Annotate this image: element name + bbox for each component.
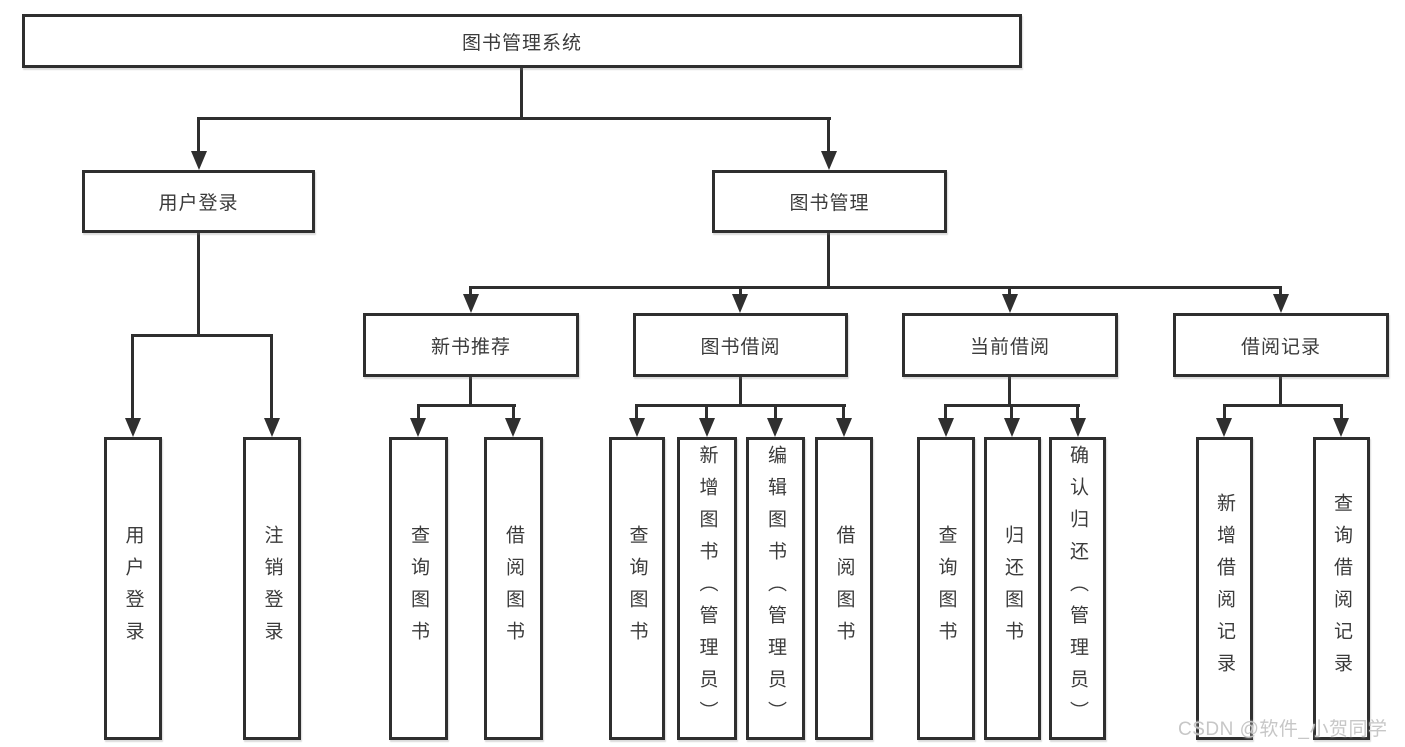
node-label: 图书管理系统 (461, 32, 582, 54)
node-label: 当前借阅 (969, 336, 1050, 358)
leaf-label: 新增借阅记录 (1214, 492, 1235, 685)
arrowhead-icon (1333, 418, 1349, 437)
leaf-edit-book-admin: 编辑图书（管理员） (746, 437, 805, 740)
node-current-borrow: 当前借阅 (902, 313, 1118, 377)
arrowhead-icon (836, 418, 852, 437)
leaf-query-books-recommend: 查询图书 (389, 437, 448, 740)
arrowhead-icon (125, 418, 141, 437)
arrowhead-icon (410, 418, 426, 437)
leaf-label: 借阅图书 (503, 524, 524, 653)
node-label: 图书借阅 (700, 336, 781, 358)
edge-to-leaf (705, 404, 708, 421)
leaf-borrow-books-recommend: 借阅图书 (484, 437, 543, 740)
edge-user-login-stem (197, 233, 200, 337)
arrowhead-icon (732, 294, 748, 313)
arrowhead-icon (767, 418, 783, 437)
leaf-label: 查询借阅记录 (1331, 492, 1352, 685)
edge-recommend-stem (469, 377, 472, 407)
edge-to-leaf (842, 404, 845, 421)
edge-to-user-login (197, 117, 200, 153)
node-book-management: 图书管理 (712, 170, 947, 233)
leaf-label: 用户登录 (122, 524, 144, 653)
edge-book-mgmt-crossbar (469, 286, 1282, 289)
edge-to-borrow-records (1279, 286, 1282, 298)
node-user-login: 用户登录 (82, 170, 315, 233)
edge-to-leaf (1340, 404, 1343, 421)
leaf-label: 借阅图书 (833, 524, 855, 653)
edge-to-leaf (417, 404, 420, 421)
edge-to-new-book-recommend (469, 286, 472, 298)
edge-to-leaf-logout (270, 334, 273, 420)
node-label: 借阅记录 (1240, 336, 1321, 358)
arrowhead-icon (191, 151, 207, 170)
node-label: 用户登录 (158, 193, 239, 214)
node-label: 新书推荐 (430, 336, 511, 358)
edge-to-leaf (512, 404, 515, 421)
leaf-label: 查询图书 (626, 524, 648, 653)
node-borrow-records: 借阅记录 (1173, 313, 1389, 377)
arrowhead-icon (505, 418, 521, 437)
edge-borrow-crossbar (635, 404, 846, 407)
leaf-label: 注销登录 (261, 524, 283, 653)
node-new-book-recommend: 新书推荐 (363, 313, 579, 377)
arrowhead-icon (1273, 294, 1289, 313)
leaf-add-book-admin: 新增图书（管理员） (677, 437, 737, 740)
edge-book-mgmt-stem (827, 233, 830, 289)
arrowhead-icon (821, 151, 837, 170)
leaf-label: 查询图书 (935, 524, 957, 653)
leaf-return-book: 归还图书 (984, 437, 1041, 740)
leaf-query-borrow-record: 查询借阅记录 (1313, 437, 1370, 740)
leaf-query-books-borrow: 查询图书 (609, 437, 665, 740)
edge-to-leaf (774, 404, 777, 421)
watermark: CSDN @软件_小贺同学 (1178, 719, 1388, 740)
node-book-borrow: 图书借阅 (633, 313, 848, 377)
leaf-label: 确认归还（管理员） (1067, 444, 1088, 733)
leaf-label: 编辑图书（管理员） (765, 444, 786, 733)
edge-root-stem (520, 68, 523, 117)
leaf-confirm-return-admin: 确认归还（管理员） (1049, 437, 1106, 740)
edge-root-crossbar (197, 117, 831, 120)
leaf-label: 查询图书 (408, 524, 429, 653)
edge-to-current-borrow (1008, 286, 1011, 298)
edge-records-crossbar (1223, 404, 1343, 407)
edge-recommend-crossbar (417, 404, 516, 407)
leaf-logout: 注销登录 (243, 437, 301, 740)
node-root-library-system: 图书管理系统 (22, 14, 1022, 68)
edge-to-leaf (1223, 404, 1226, 421)
arrowhead-icon (1002, 294, 1018, 313)
edge-records-stem (1279, 377, 1282, 407)
edge-to-book-borrow (739, 286, 742, 298)
edge-user-login-crossbar (131, 334, 273, 337)
edge-current-stem (1008, 377, 1011, 407)
arrowhead-icon (264, 418, 280, 437)
edge-to-leaf (635, 404, 638, 421)
arrowhead-icon (938, 418, 954, 437)
edge-borrow-stem (739, 377, 742, 407)
arrowhead-icon (699, 418, 715, 437)
leaf-query-books-current: 查询图书 (917, 437, 975, 740)
arrowhead-icon (1070, 418, 1086, 437)
leaf-label: 新增图书（管理员） (696, 444, 718, 733)
arrowhead-icon (1004, 418, 1020, 437)
arrowhead-icon (463, 294, 479, 313)
leaf-borrow-books: 借阅图书 (815, 437, 873, 740)
node-label: 图书管理 (789, 193, 870, 214)
arrowhead-icon (629, 418, 645, 437)
leaf-add-borrow-record: 新增借阅记录 (1196, 437, 1253, 740)
edge-to-leaf-user-login (131, 334, 134, 420)
edge-to-leaf (944, 404, 947, 421)
edge-to-leaf (1010, 404, 1013, 421)
edge-to-book-management (827, 117, 830, 153)
arrowhead-icon (1216, 418, 1232, 437)
edge-to-leaf (1076, 404, 1079, 421)
leaf-user-login: 用户登录 (104, 437, 162, 740)
leaf-label: 归还图书 (1002, 524, 1023, 653)
